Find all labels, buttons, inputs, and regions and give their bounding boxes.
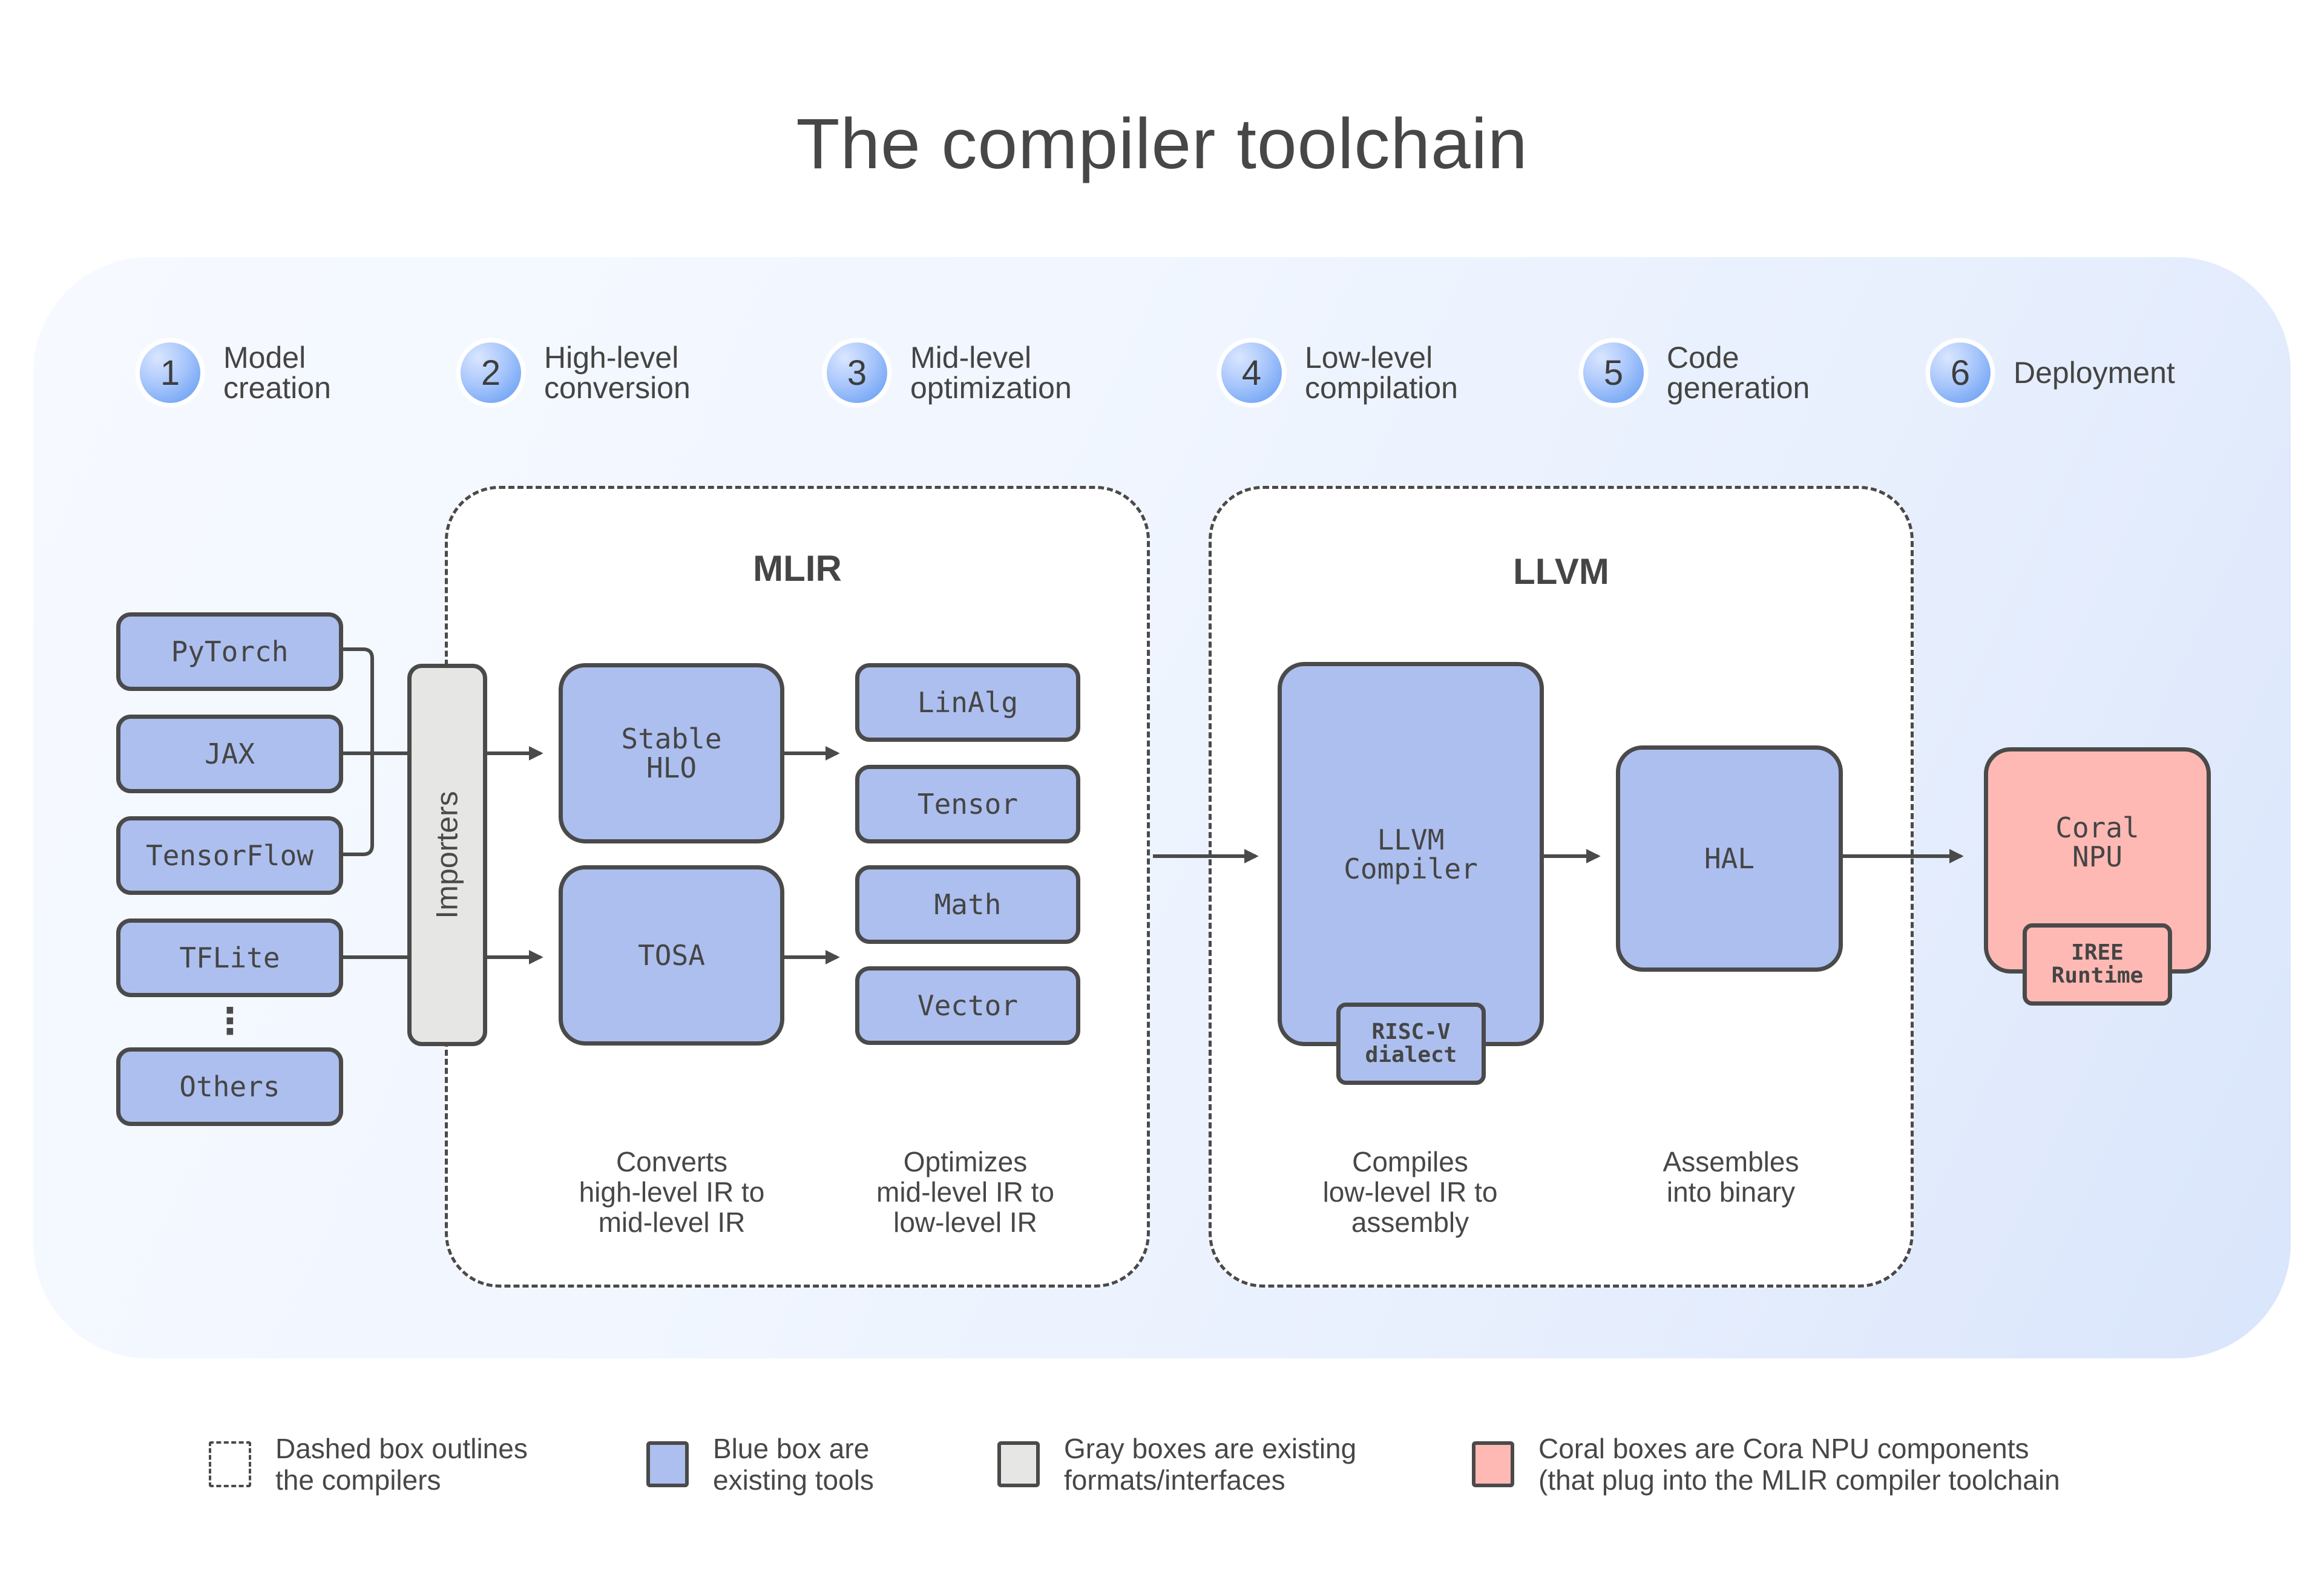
stage-label: Mid-level optimization (910, 341, 1072, 405)
stage-number-badge: 5 (1580, 339, 1647, 407)
importers-label: Importers (430, 791, 465, 919)
riscv-dialect-box: RISC-V dialect (1336, 1003, 1486, 1085)
dialect-linalg: LinAlg (855, 663, 1080, 742)
legend-text: Gray boxes are existing formats/interfac… (1064, 1433, 1357, 1496)
stage-label: High-level conversion (544, 341, 691, 405)
stage-label: Model creation (223, 341, 331, 405)
llvm-title: LLVM (1513, 551, 1609, 592)
mlir-optimization-caption: Optimizes mid-level IR to low-level IR (876, 1146, 1054, 1238)
stage-1: 1 Model creation (136, 339, 331, 407)
importers-box: Importers (407, 664, 487, 1046)
stage-2: 2 High-level conversion (457, 339, 691, 407)
legend-blue: Blue box are existing tools (646, 1433, 874, 1496)
framework-pytorch: PyTorch (116, 612, 343, 691)
more-frameworks-ellipsis: ⋮ (212, 1001, 248, 1041)
llvm-compiler-box: LLVM Compiler (1278, 662, 1544, 1046)
framework-jax: JAX (116, 715, 343, 793)
mlir-conversion-caption: Converts high-level IR to mid-level IR (579, 1146, 765, 1238)
coral-npu-label: Coral NPU (2055, 811, 2139, 873)
dialect-math: Math (855, 865, 1080, 944)
stage-label: Deployment (2014, 356, 2175, 390)
dialect-vector: Vector (855, 966, 1080, 1045)
legend-coral: Coral boxes are Cora NPU components (tha… (1472, 1433, 2060, 1496)
legend-text: Coral boxes are Cora NPU components (tha… (1538, 1433, 2060, 1496)
framework-others: Others (116, 1047, 343, 1126)
blue-swatch-icon (646, 1441, 689, 1487)
framework-tflite: TFLite (116, 918, 343, 997)
stage-label: Low-level compilation (1305, 341, 1458, 405)
dialect-tensor: Tensor (855, 765, 1080, 843)
gray-swatch-icon (997, 1441, 1040, 1487)
stage-number-badge: 1 (136, 339, 204, 407)
mlir-title: MLIR (753, 548, 842, 589)
hal-assemble-caption: Assembles into binary (1663, 1146, 1799, 1208)
iree-runtime-box: IREE Runtime (2023, 923, 2172, 1006)
stablehlo-box: Stable HLO (559, 663, 784, 843)
hal-box: HAL (1616, 745, 1843, 972)
stage-number-badge: 3 (823, 339, 891, 407)
legend-gray: Gray boxes are existing formats/interfac… (997, 1433, 1356, 1496)
legend-dashed: Dashed box outlines the compilers (209, 1433, 528, 1496)
stage-5: 5 Code generation (1580, 339, 1810, 407)
stage-6: 6 Deployment (1926, 339, 2175, 407)
stage-3: 3 Mid-level optimization (823, 339, 1072, 407)
framework-tensorflow: TensorFlow (116, 816, 343, 895)
stage-number-badge: 6 (1926, 339, 1994, 407)
legend-text: Blue box are existing tools (713, 1433, 874, 1496)
legend-text: Dashed box outlines the compilers (275, 1433, 528, 1496)
llvm-compile-caption: Compiles low-level IR to assembly (1322, 1146, 1498, 1238)
stage-number-badge: 2 (457, 339, 525, 407)
stage-4: 4 Low-level compilation (1218, 339, 1458, 407)
page-title: The compiler toolchain (796, 104, 1528, 184)
dashed-swatch-icon (209, 1441, 251, 1487)
stage-number-badge: 4 (1218, 339, 1285, 407)
coral-swatch-icon (1472, 1441, 1514, 1487)
tosa-box: TOSA (559, 865, 784, 1046)
stage-label: Code generation (1667, 341, 1810, 405)
